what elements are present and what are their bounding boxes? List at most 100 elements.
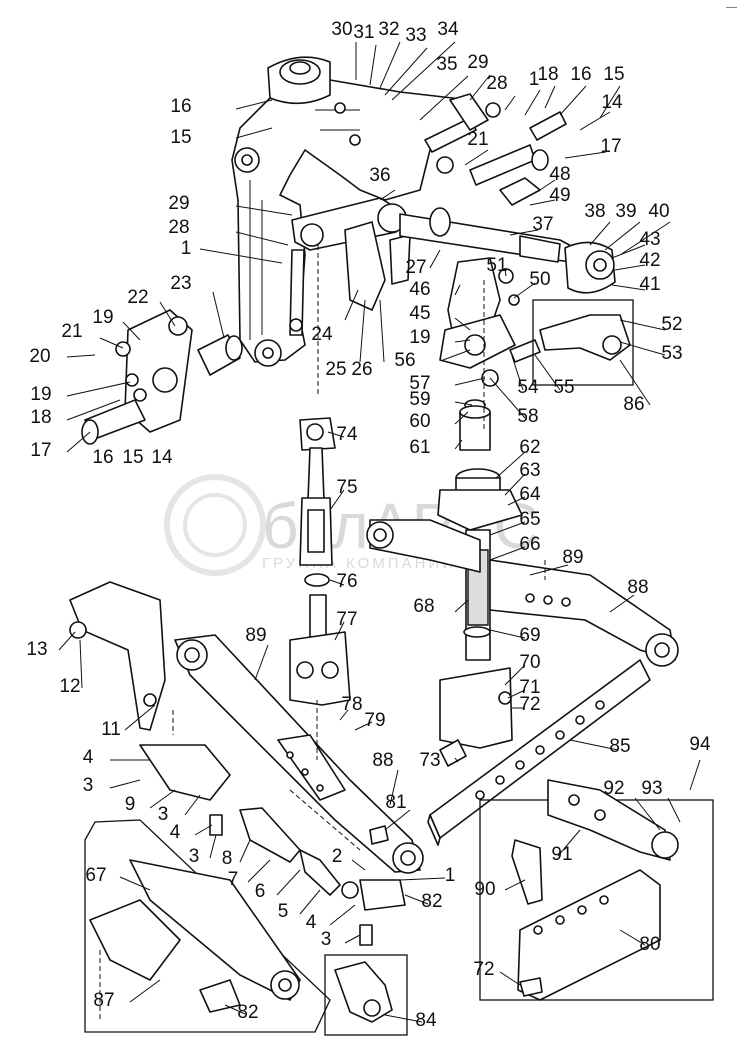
left-bracket-assembly xyxy=(81,309,243,445)
callout-26: 26 xyxy=(351,359,372,380)
callout-3: 3 xyxy=(83,775,94,796)
callout-4: 4 xyxy=(83,747,94,768)
callout-36: 36 xyxy=(369,165,390,186)
callout-17: 17 xyxy=(600,136,621,157)
callout-55: 55 xyxy=(553,377,574,398)
callout-24: 24 xyxy=(311,324,333,345)
callout-75: 75 xyxy=(336,477,357,498)
callout-34: 34 xyxy=(437,19,459,40)
callout-32: 32 xyxy=(378,19,399,40)
callout-46: 46 xyxy=(409,279,430,300)
callout-69: 69 xyxy=(519,625,540,646)
callout-31: 31 xyxy=(353,22,374,43)
callout-42: 42 xyxy=(639,250,660,271)
swinging-drawbar-box xyxy=(479,779,714,1001)
callout-79: 79 xyxy=(364,710,385,731)
callout-9: 9 xyxy=(125,794,136,815)
callout-70: 70 xyxy=(519,652,540,673)
callout-5: 5 xyxy=(278,901,289,922)
callout-18: 18 xyxy=(30,407,51,428)
callout-18: 18 xyxy=(537,64,558,85)
callout-66: 66 xyxy=(519,534,540,555)
callout-73: 73 xyxy=(419,750,440,771)
callout-19: 19 xyxy=(92,307,113,328)
callout-72: 72 xyxy=(473,959,494,980)
mounting-bracket xyxy=(69,581,166,731)
lift-rod-left xyxy=(289,249,305,336)
callout-3: 3 xyxy=(321,929,332,950)
callout-27: 27 xyxy=(405,257,426,278)
callout-82: 82 xyxy=(421,891,442,912)
upper-lift-arm xyxy=(366,519,679,667)
callout-4: 4 xyxy=(170,822,181,843)
valve-detail-box xyxy=(532,299,634,386)
callout-28: 28 xyxy=(168,217,189,238)
callout-17: 17 xyxy=(30,440,51,461)
callout-57: 57 xyxy=(409,373,430,394)
callout-2: 2 xyxy=(332,846,343,867)
callout-82: 82 xyxy=(237,1002,258,1023)
callout-28: 28 xyxy=(486,73,507,94)
screw-jack-assembly xyxy=(437,468,523,767)
callout-62: 62 xyxy=(519,437,540,458)
callout-11: 11 xyxy=(101,719,121,740)
callout-13: 13 xyxy=(26,639,47,660)
callout-88: 88 xyxy=(627,577,648,598)
callout-88: 88 xyxy=(372,750,393,771)
callout-21: 21 xyxy=(61,321,82,342)
callout-61: 61 xyxy=(409,437,430,458)
callout-91: 91 xyxy=(551,844,572,865)
callout-58: 58 xyxy=(517,406,538,427)
callout-4: 4 xyxy=(306,912,317,933)
callout-77: 77 xyxy=(336,609,357,630)
callout-80: 80 xyxy=(639,934,660,955)
callout-3: 3 xyxy=(158,804,169,825)
lower-link-detail xyxy=(84,819,331,1033)
center-link-assembly xyxy=(289,417,351,706)
callout-67: 67 xyxy=(85,865,106,886)
callout-21: 21 xyxy=(467,129,488,150)
callout-51: 51 xyxy=(486,255,507,276)
hook-detail-box xyxy=(324,954,408,1036)
callout-3: 3 xyxy=(189,846,200,867)
callout-35: 35 xyxy=(436,54,457,75)
callout-85: 85 xyxy=(609,736,630,757)
callout-19: 19 xyxy=(30,384,51,405)
corner-mark: ‒‒ xyxy=(726,2,738,13)
callout-15: 15 xyxy=(603,64,624,85)
lower-lift-link xyxy=(174,634,424,874)
callout-48: 48 xyxy=(549,164,570,185)
callout-89: 89 xyxy=(562,547,583,568)
callout-39: 39 xyxy=(615,201,636,222)
callout-12: 12 xyxy=(59,676,80,697)
callout-43: 43 xyxy=(639,229,660,250)
callout-87: 87 xyxy=(93,990,114,1011)
callout-14: 14 xyxy=(601,92,623,113)
callout-89: 89 xyxy=(245,625,266,646)
callout-15: 15 xyxy=(122,447,143,468)
stabilizer-chain xyxy=(139,744,406,946)
callout-23: 23 xyxy=(170,273,191,294)
callout-81: 81 xyxy=(385,792,406,813)
callout-78: 78 xyxy=(341,694,362,715)
callout-68: 68 xyxy=(413,596,434,617)
callout-37: 37 xyxy=(532,214,553,235)
drawbar xyxy=(427,659,651,846)
callout-54: 54 xyxy=(517,377,539,398)
callout-38: 38 xyxy=(584,201,605,222)
callout-59: 59 xyxy=(409,389,430,410)
callout-86: 86 xyxy=(623,394,644,415)
callout-30: 30 xyxy=(331,19,352,40)
callout-1: 1 xyxy=(445,865,456,886)
callout-25: 25 xyxy=(325,359,346,380)
callout-93: 93 xyxy=(641,778,662,799)
callout-45: 45 xyxy=(409,303,430,324)
callout-29: 29 xyxy=(168,193,189,214)
callout-20: 20 xyxy=(29,346,50,367)
callout-72: 72 xyxy=(519,694,540,715)
callout-71: 71 xyxy=(519,677,540,698)
callout-53: 53 xyxy=(661,343,682,364)
callout-94: 94 xyxy=(689,734,711,755)
